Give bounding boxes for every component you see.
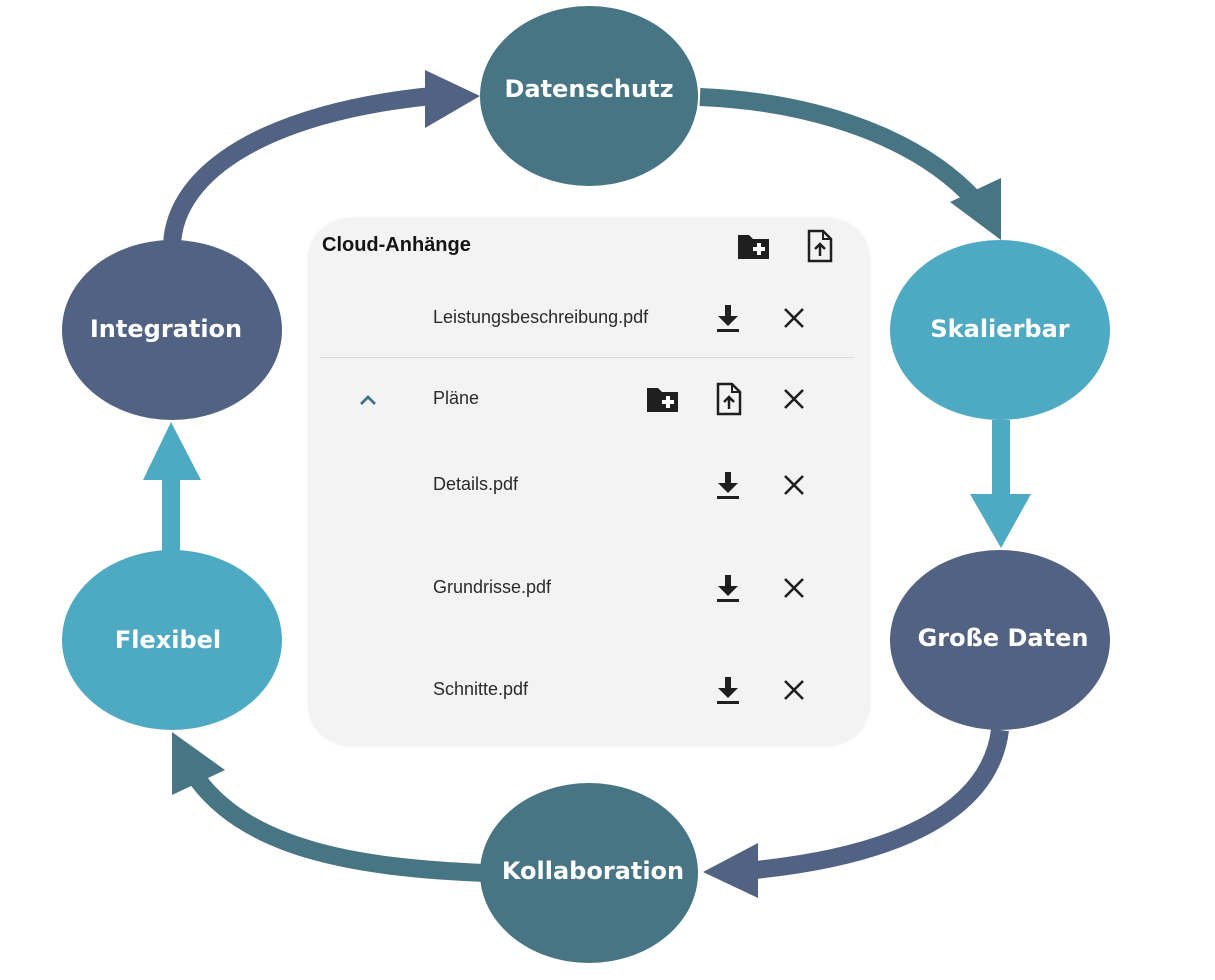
download-icon[interactable] bbox=[710, 672, 746, 708]
cycle-node-integration: Integration bbox=[62, 240, 282, 420]
arrow-kollaboration-to-flexibel bbox=[172, 732, 486, 882]
divider bbox=[320, 357, 854, 358]
node-label: Große Daten bbox=[918, 624, 1089, 652]
file-name: Details.pdf bbox=[433, 474, 519, 494]
close-icon[interactable] bbox=[776, 467, 812, 503]
close-icon[interactable] bbox=[776, 570, 812, 606]
cycle-node-skalierbar: Skalierbar bbox=[890, 240, 1110, 420]
download-icon[interactable] bbox=[710, 300, 746, 336]
download-icon[interactable] bbox=[710, 467, 746, 503]
new-folder-icon[interactable] bbox=[645, 381, 681, 417]
node-label: Skalierbar bbox=[930, 315, 1069, 343]
arrow-flexibel-to-integration bbox=[143, 422, 201, 555]
file-name: Leistungsbeschreibung.pdf bbox=[433, 307, 649, 327]
upload-file-icon[interactable] bbox=[802, 228, 838, 264]
arrow-grosse-daten-to-kollaboration bbox=[703, 728, 1009, 898]
panel-title: Cloud-Anhänge bbox=[322, 234, 471, 256]
node-label: Kollaboration bbox=[502, 857, 684, 885]
cycle-node-datenschutz: Datenschutz bbox=[480, 6, 698, 186]
cycle-node-kollaboration: Kollaboration bbox=[480, 783, 698, 963]
arrow-skalierbar-to-grosse-daten bbox=[970, 420, 1031, 548]
cloud-attachments-panel: Cloud-Anhänge Leistungsbeschreibung.pdf … bbox=[308, 218, 870, 746]
node-label: Integration bbox=[90, 315, 242, 343]
download-icon[interactable] bbox=[710, 570, 746, 606]
chevron-up-icon[interactable] bbox=[352, 384, 384, 416]
cycle-node-flexibel: Flexibel bbox=[62, 550, 282, 730]
upload-file-icon[interactable] bbox=[711, 381, 747, 417]
new-folder-icon[interactable] bbox=[736, 228, 772, 264]
close-icon[interactable] bbox=[776, 672, 812, 708]
close-icon[interactable] bbox=[776, 381, 812, 417]
node-label: Flexibel bbox=[115, 626, 221, 654]
close-icon[interactable] bbox=[776, 300, 812, 336]
cycle-node-grosse-daten: Große Daten bbox=[890, 550, 1110, 730]
node-label: Datenschutz bbox=[504, 75, 673, 103]
file-name: Grundrisse.pdf bbox=[433, 577, 552, 597]
arrow-integration-to-datenschutz bbox=[163, 70, 480, 246]
file-name: Schnitte.pdf bbox=[433, 679, 529, 699]
arrow-datenschutz-to-skalierbar bbox=[699, 88, 1001, 240]
folder-name: Pläne bbox=[433, 388, 480, 408]
